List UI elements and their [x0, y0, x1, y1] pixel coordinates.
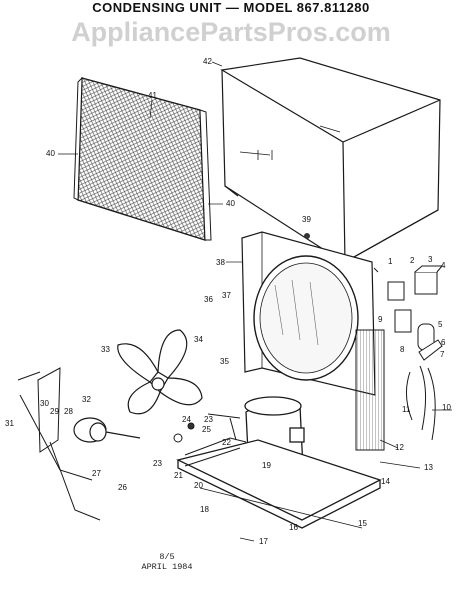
label-27: 27 — [92, 469, 101, 478]
label-30: 30 — [40, 399, 49, 408]
watermark-text: AppliancePartsPros.com — [71, 17, 391, 47]
label-7: 7 — [440, 350, 445, 359]
label-40b: 40 — [226, 199, 235, 208]
label-38: 38 — [216, 258, 225, 267]
refrigerant-tubing — [173, 413, 247, 467]
label-37: 37 — [222, 291, 231, 300]
label-17: 17 — [259, 537, 268, 546]
label-16: 16 — [289, 523, 298, 532]
label-41: 41 — [148, 91, 157, 100]
fan-shroud-frame — [241, 231, 385, 451]
label-23b: 23 — [153, 459, 162, 468]
label-31: 31 — [5, 419, 14, 428]
label-3: 3 — [428, 255, 433, 264]
label-32: 32 — [82, 395, 91, 404]
fan-motor — [73, 417, 141, 443]
label-33: 33 — [101, 345, 110, 354]
label-14: 14 — [381, 477, 390, 486]
label-13: 13 — [424, 463, 433, 472]
stamp-line-2: APRIL 1984 — [141, 562, 193, 572]
part-labels: 42 41 40 40 39 38 1 2 3 4 5 6 7 8 9 10 1… — [5, 57, 451, 546]
cabinet-wrapper — [220, 57, 441, 264]
label-42: 42 — [203, 57, 212, 66]
fan-blade — [117, 329, 203, 415]
label-34: 34 — [194, 335, 203, 344]
label-15: 15 — [358, 519, 367, 528]
label-40: 40 — [46, 149, 55, 158]
label-9: 9 — [378, 315, 383, 324]
label-26: 26 — [118, 483, 127, 492]
label-12: 12 — [395, 443, 404, 452]
motor-bracket — [17, 367, 101, 521]
leader-lines — [58, 61, 452, 542]
condenser-grille — [73, 76, 212, 241]
label-8: 8 — [400, 345, 405, 354]
label-4: 4 — [441, 261, 446, 270]
screw-39 — [304, 233, 310, 239]
label-39: 39 — [302, 215, 311, 224]
label-18: 18 — [200, 505, 209, 514]
label-20: 20 — [194, 481, 203, 490]
label-24: 24 — [182, 415, 191, 424]
label-22: 22 — [222, 438, 231, 447]
wiring-harness — [406, 365, 436, 441]
label-10: 10 — [442, 403, 451, 412]
label-36: 36 — [204, 295, 213, 304]
base-pan — [176, 439, 382, 529]
stamp-line-1: 8/5 — [159, 552, 175, 562]
label-35: 35 — [220, 357, 229, 366]
label-23: 23 — [204, 415, 213, 424]
label-2: 2 — [410, 256, 415, 265]
revision-stamp: 8/5 APRIL 1984 — [132, 552, 202, 572]
label-29: 29 — [50, 407, 59, 416]
label-19: 19 — [262, 461, 271, 470]
label-25: 25 — [202, 425, 211, 434]
label-5: 5 — [438, 320, 443, 329]
diagram-title: CONDENSING UNIT — MODEL 867.811280 — [92, 0, 370, 15]
label-1: 1 — [388, 257, 393, 266]
electrical-components — [373, 265, 444, 361]
label-11: 11 — [402, 405, 411, 414]
label-6: 6 — [441, 338, 446, 347]
label-21: 21 — [174, 471, 183, 480]
label-28: 28 — [64, 407, 73, 416]
